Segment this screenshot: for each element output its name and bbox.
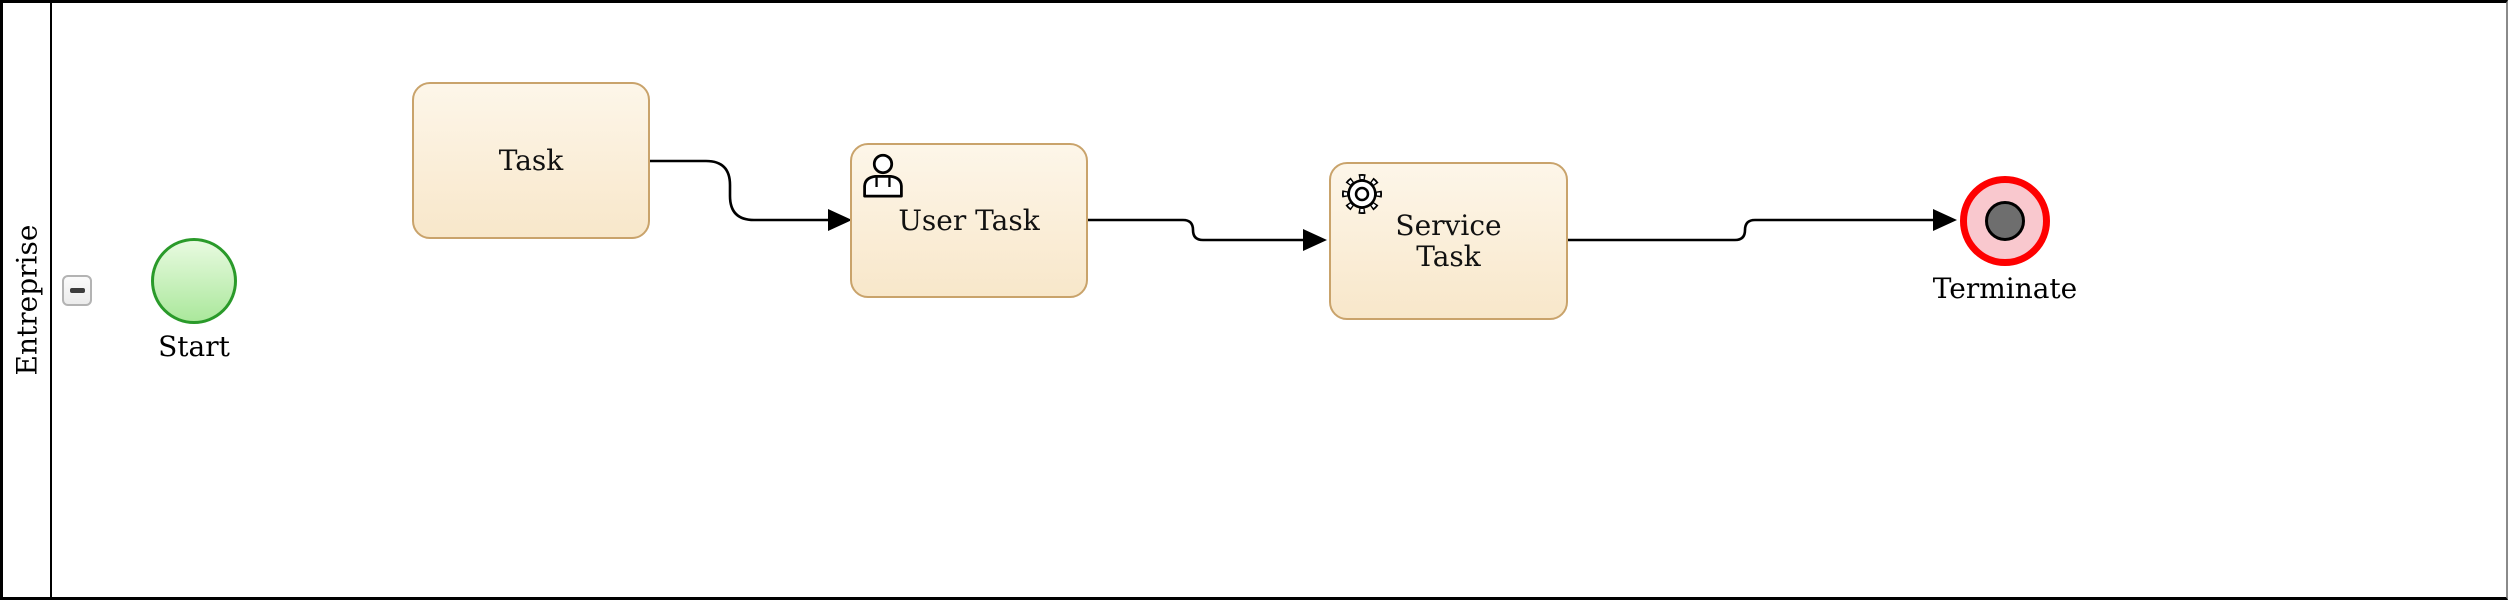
arrowhead-icon (828, 209, 852, 231)
arrowhead-icon (1933, 209, 1957, 231)
minus-icon (69, 288, 85, 293)
sequence-flow-task-to-usertask[interactable] (650, 159, 852, 231)
terminate-event-label: Terminate (1932, 272, 2078, 305)
lane-name: Entreprise (10, 224, 43, 376)
service-task-label-line1: Service (1395, 209, 1502, 242)
sequence-flow-servicetask-to-terminate[interactable] (1568, 209, 1957, 242)
terminate-end-event[interactable] (1960, 176, 2050, 266)
pool-collapse-button[interactable] (62, 275, 92, 306)
task-label: Task (498, 144, 564, 177)
sequence-flow-usertask-to-servicetask[interactable] (1088, 218, 1327, 251)
service-task-node[interactable]: Service Task (1329, 162, 1568, 320)
terminate-icon (1985, 201, 2025, 241)
service-task-label-line2: Task (1416, 240, 1481, 273)
start-event[interactable] (151, 238, 237, 324)
user-task-node[interactable]: User Task (850, 143, 1088, 298)
gear-icon (1341, 173, 1383, 215)
arrowhead-icon (1303, 229, 1327, 251)
start-event-label: Start (158, 330, 230, 363)
user-task-label: User Task (898, 204, 1040, 237)
lane-header[interactable]: Entreprise (3, 3, 52, 597)
task-node[interactable]: Task (412, 82, 650, 239)
user-icon (863, 153, 903, 198)
